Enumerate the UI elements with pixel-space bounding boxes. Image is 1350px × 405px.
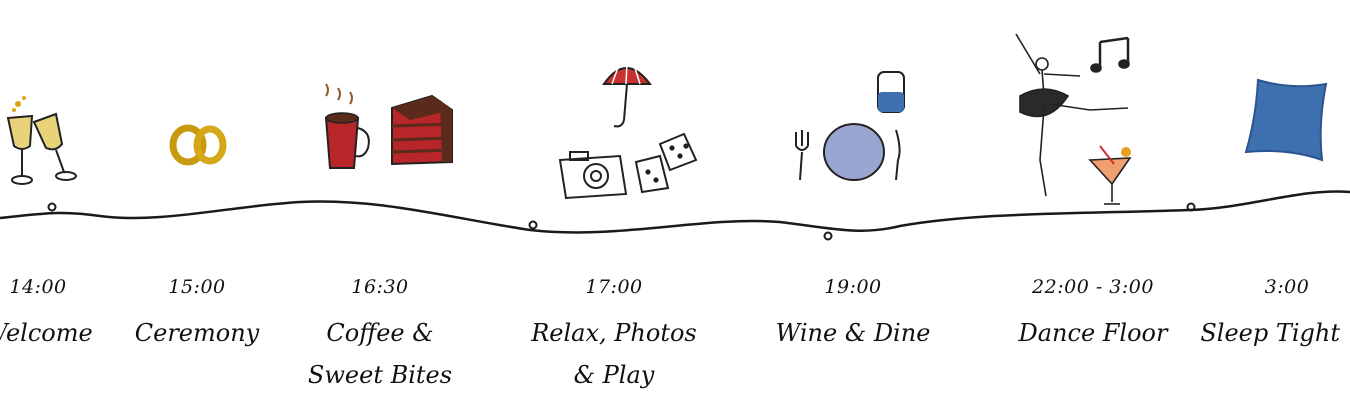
coffee-cake-icon <box>324 83 453 169</box>
label-line: Sleep Tight <box>1200 319 1340 347</box>
label-line: Sweet Bites <box>307 361 453 389</box>
label-line: Ceremony <box>134 319 260 347</box>
timeline-knot <box>1186 202 1196 212</box>
label-line: Relax, Photos <box>531 319 697 347</box>
time-dine: 19:00 <box>824 276 882 298</box>
umbrella-camera-dice-icon <box>558 61 698 200</box>
timeline-knot <box>47 202 57 212</box>
label-line: Welcome <box>0 319 93 347</box>
wedding-rings-icon <box>169 124 227 166</box>
time-sleep: 3:00 <box>1264 276 1310 298</box>
plate-cutlery-glass-icon <box>795 71 905 181</box>
pillow-icon <box>1244 78 1328 162</box>
label-line: Coffee & <box>326 319 434 347</box>
label-dance: Dance Floor <box>983 312 1203 354</box>
label-relax: Relax, Photos & Play <box>504 312 724 396</box>
time-welcome: 14:00 <box>9 276 67 298</box>
label-ceremony: Ceremony <box>87 312 307 354</box>
label-line: Dance Floor <box>1018 319 1168 347</box>
timeline-knot <box>823 231 833 241</box>
label-line: Wine & Dine <box>775 319 931 347</box>
label-dine: Wine & Dine <box>743 312 963 354</box>
label-sleep: Sleep Tight <box>1128 312 1350 354</box>
label-welcome: Welcome <box>0 312 148 354</box>
dancer-music-cocktail-icon <box>1015 33 1132 205</box>
time-ceremony: 15:00 <box>168 276 226 298</box>
time-dance: 22:00 - 3:00 <box>1032 276 1154 298</box>
champagne-glasses-icon <box>6 96 77 185</box>
label-coffee: Coffee & Sweet Bites <box>270 312 490 396</box>
time-coffee: 16:30 <box>351 276 409 298</box>
timeline-knot <box>528 220 538 230</box>
label-line: & Play <box>573 361 655 389</box>
time-relax: 17:00 <box>585 276 643 298</box>
timeline-line <box>0 190 1350 234</box>
